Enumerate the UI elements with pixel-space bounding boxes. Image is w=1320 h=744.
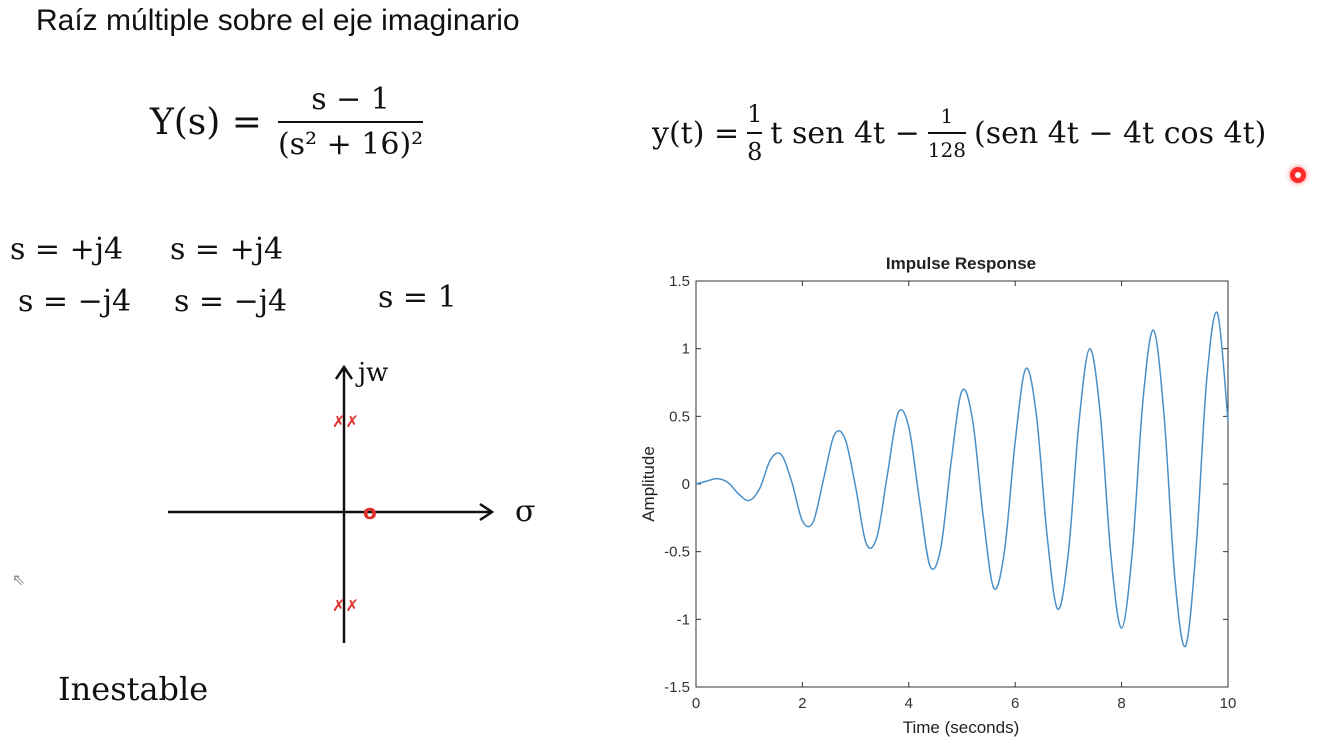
page-title: Raíz múltiple sobre el eje imaginario [36, 4, 520, 37]
x-tick-label: 10 [1220, 695, 1237, 712]
x-tick-label: 0 [692, 695, 700, 712]
denominator: (s² + 16)² [277, 127, 424, 162]
fraction-bar [277, 121, 424, 123]
frac1-denominator: 8 [747, 138, 763, 166]
transfer-fraction: s − 1 (s² + 16)² [277, 82, 424, 162]
impulse-response-chart: Impulse Response 0 2 4 6 8 10 -1.5 -1 -0.5 0 0.5 1… [639, 254, 1237, 737]
fraction-one-128: 1 128 [927, 104, 966, 162]
root-label: s = 1 [378, 280, 457, 315]
y-tick-label: -1.5 [664, 679, 690, 696]
term-two: (sen 4t − 4t cos 4t) [973, 115, 1267, 151]
impulse-response-line [695, 311, 1229, 648]
pole-zero-plot: jw σ ✗✗ ✗✗ o [168, 358, 535, 643]
equation-lhs: Y(s) = [150, 101, 262, 143]
zero-marker-icon: o [363, 500, 377, 524]
double-pole-upper-icon: ✗✗ [332, 412, 359, 431]
x-tick-label: 2 [798, 695, 806, 712]
frac2-numerator: 1 [940, 104, 954, 128]
mouse-pointer-icon: ⇖ [12, 570, 26, 589]
plot-area [695, 280, 1229, 688]
laplace-equation: Y(s) = s − 1 (s² + 16)² [150, 82, 424, 162]
numerator: s − 1 [311, 82, 390, 117]
y-axis-label: Amplitude [639, 446, 658, 522]
jw-axis-label: jw [355, 358, 388, 388]
imaginary-axis-arrow-icon [334, 364, 354, 380]
term-one: t sen 4t − [770, 115, 920, 151]
root-label: s = −j4 [174, 284, 288, 319]
fraction-one-eighth: 1 8 [747, 100, 763, 166]
y-tick-label: 1.5 [669, 273, 690, 290]
root-label: s = +j4 [10, 232, 124, 267]
root-label: s = +j4 [170, 232, 284, 267]
frac1-numerator: 1 [747, 100, 763, 128]
root-label: s = −j4 [18, 284, 132, 319]
y-tick-label: 1 [682, 341, 690, 358]
x-tick-label: 8 [1117, 695, 1125, 712]
y-tick-label: 0 [682, 476, 690, 493]
sigma-axis-label: σ [515, 494, 535, 529]
y-tick-label: -1 [677, 611, 690, 628]
stability-note: Inestable [58, 670, 209, 708]
frac2-denominator: 128 [927, 138, 966, 162]
fraction-bar [927, 132, 966, 134]
x-axis-ticks: 0 2 4 6 8 10 [692, 281, 1237, 712]
x-axis-label: Time (seconds) [903, 718, 1020, 737]
chart-title: Impulse Response [886, 254, 1036, 273]
fraction-bar [747, 132, 763, 134]
y-tick-label: 0.5 [669, 408, 690, 425]
time-domain-equation: y(t) = 1 8 t sen 4t − 1 128 (sen 4t − 4t… [652, 100, 1266, 166]
x-tick-label: 4 [905, 695, 913, 712]
y-axis-ticks: -1.5 -1 -0.5 0 0.5 1 1.5 [664, 273, 1228, 696]
y-tick-label: -0.5 [664, 544, 690, 561]
double-pole-lower-icon: ✗✗ [332, 596, 359, 615]
real-axis-arrow-icon [479, 502, 495, 522]
time-equation-lhs: y(t) = [652, 115, 740, 151]
x-tick-label: 6 [1011, 695, 1019, 712]
pointer-highlight-icon [1290, 167, 1306, 183]
